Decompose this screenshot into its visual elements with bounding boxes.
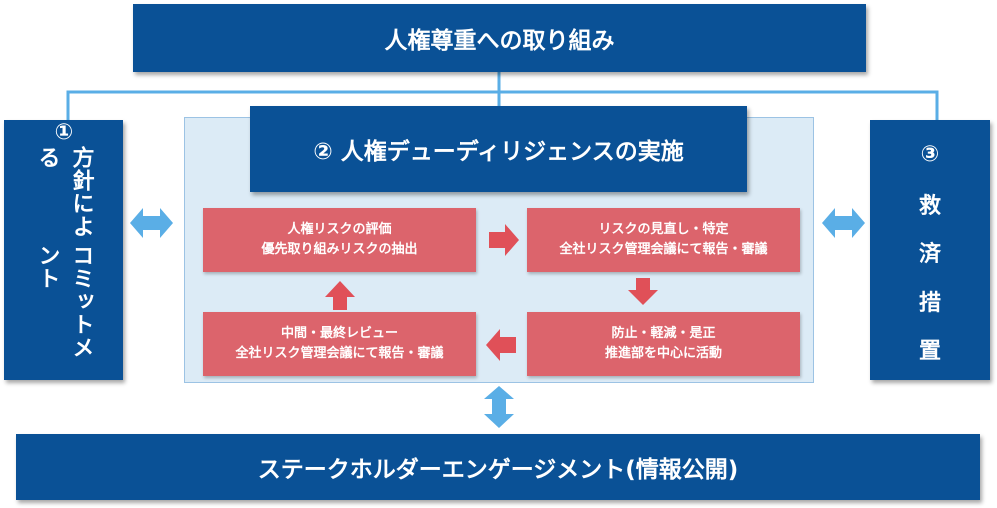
due-diligence-title: ② 人権デューディリジェンスの実施: [313, 139, 684, 165]
remedy-char-1: 救: [918, 194, 941, 219]
step-review-line2: 全社リスク管理会議にて報告・審議: [559, 242, 768, 257]
step-prevent-line1: 防止・軽減・是正: [611, 326, 716, 341]
commitment-number: ①: [51, 120, 77, 146]
step-assess-line2: 優先取り組みリスクの抽出: [261, 242, 418, 257]
stakeholder-box: ステークホルダーエンゲージメント(情報公開): [16, 434, 980, 500]
remedy-char-3: 措: [918, 290, 941, 316]
arrow-left-icon: [486, 329, 516, 361]
step-review-line1: リスクの見直し・特定: [598, 222, 729, 237]
top-title-box: 人権尊重への取り組み: [133, 4, 866, 72]
commitment-line2: コミットメント: [34, 243, 94, 359]
commitment-line1: 方針による: [34, 146, 94, 238]
arrow-down-icon: [628, 278, 658, 305]
remedy-box: ③ 救 済 措 置: [870, 120, 990, 380]
step-assess-line1: 人権リスクの評価: [287, 222, 392, 237]
step-prevent-line2: 推進部を中心に活動: [604, 346, 722, 361]
step-final-review-line2: 全社リスク管理会議にて報告・審議: [235, 346, 444, 361]
double-arrow-right-icon: [822, 208, 865, 238]
remedy-char-4: 置: [918, 338, 941, 364]
step-review: リスクの見直し・特定 全社リスク管理会議にて報告・審議: [527, 208, 800, 272]
remedy-char-2: 済: [918, 242, 941, 268]
step-final-review-line1: 中間・最終レビュー: [280, 326, 398, 341]
double-arrow-left-icon: [130, 208, 173, 238]
step-final-review: 中間・最終レビュー 全社リスク管理会議にて報告・審議: [203, 312, 476, 376]
step-prevent: 防止・軽減・是正 推進部を中心に活動: [527, 312, 800, 376]
remedy-number: ③: [920, 142, 940, 167]
double-arrow-vertical-icon: [484, 386, 514, 428]
arrow-up-icon: [325, 281, 355, 310]
due-diligence-title-box: ② 人権デューディリジェンスの実施: [250, 106, 747, 192]
arrow-right-icon: [489, 224, 519, 256]
top-title: 人権尊重への取り組み: [384, 28, 615, 54]
top-connector-bracket: [66, 90, 939, 120]
stakeholder-title: ステークホルダーエンゲージメント(情報公開): [257, 457, 739, 483]
step-assess: 人権リスクの評価 優先取り組みリスクの抽出: [203, 208, 476, 272]
